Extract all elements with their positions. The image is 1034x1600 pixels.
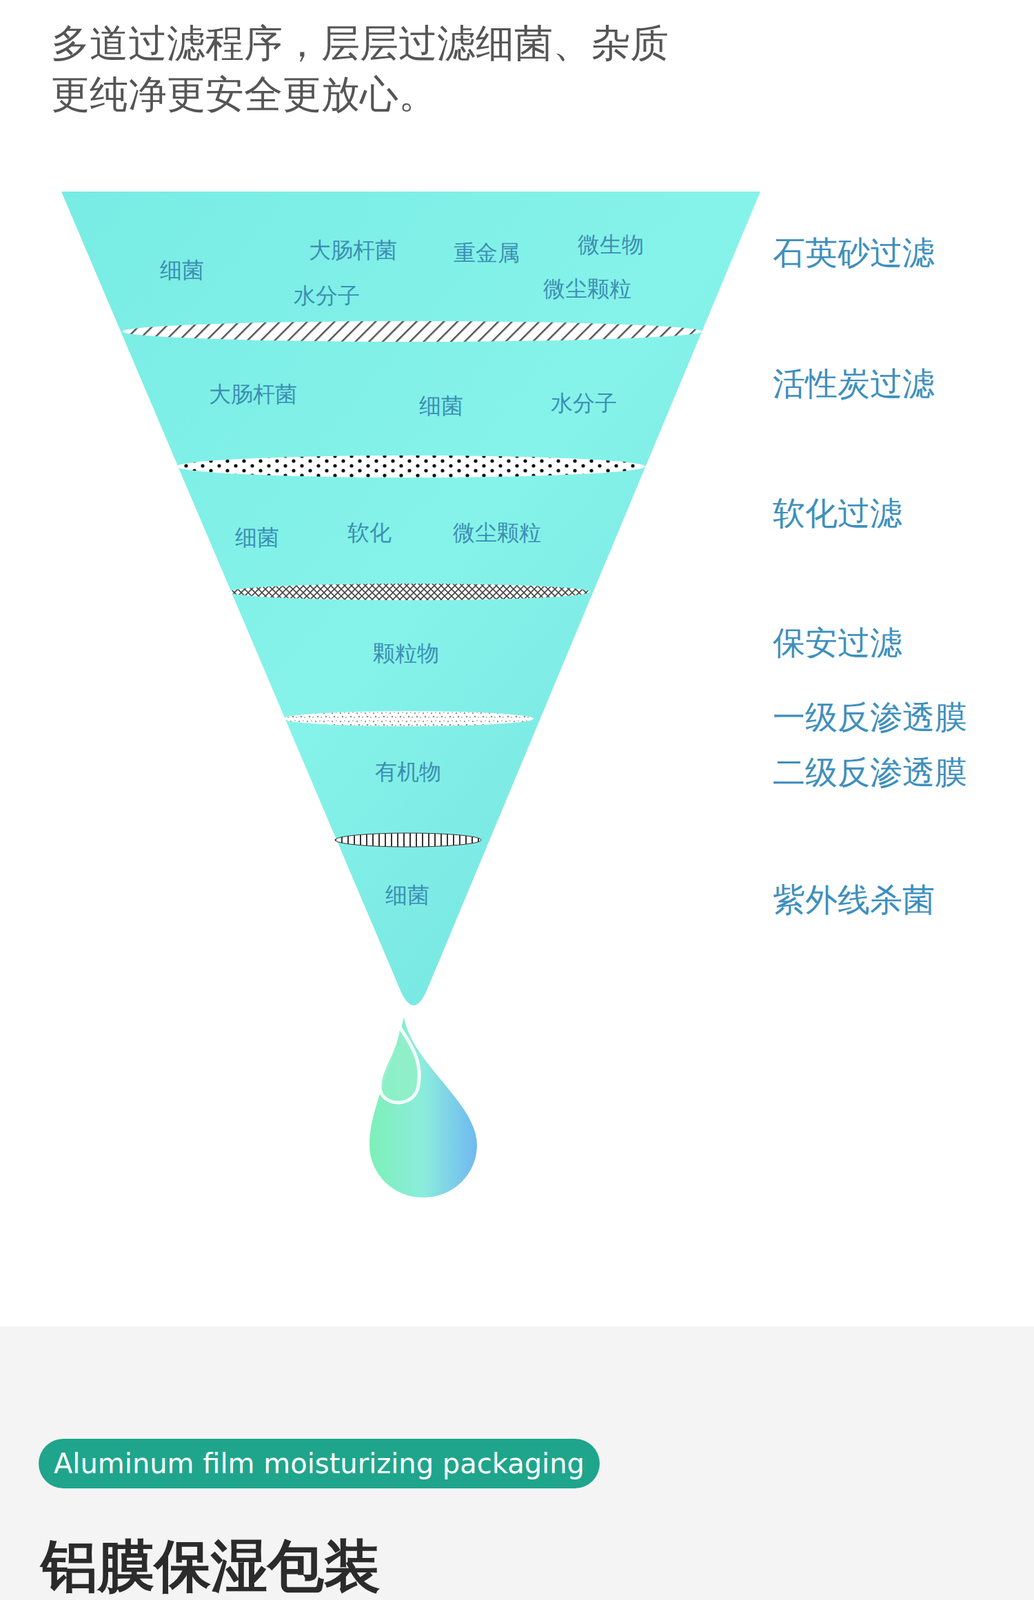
impurity-label: 颗粒物 xyxy=(372,640,440,667)
footer-background xyxy=(0,1326,1034,1600)
impurity-label: 细菌 xyxy=(159,257,205,284)
impurity-label: 软化 xyxy=(347,519,392,546)
water-drop xyxy=(369,1017,478,1199)
carbon-filter-layer xyxy=(176,455,646,478)
tag-pill: Aluminum film moisturizing packaging xyxy=(38,1439,600,1489)
impurity-label: 水分子 xyxy=(550,390,617,417)
impurity-label: 细菌 xyxy=(419,392,464,420)
funnel-shape xyxy=(61,191,761,1006)
stage-label: 活性炭过滤 xyxy=(772,364,935,404)
stage-label: 软化过滤 xyxy=(772,494,903,533)
security-filter-layer xyxy=(282,711,534,727)
impurity-label: 细菌 xyxy=(235,524,280,551)
impurity-label: 微尘颗粒 xyxy=(543,275,632,302)
stage-label: 石英砂过滤 xyxy=(772,233,935,273)
impurity-label: 水分子 xyxy=(293,282,360,309)
softening-filter-layer xyxy=(228,583,591,601)
stage-label: 一级反渗透膜 xyxy=(772,698,968,737)
section-heading: 铝膜保湿包装 xyxy=(41,1538,381,1596)
impurity-label: 微生物 xyxy=(577,231,644,258)
drop-highlight xyxy=(379,1025,420,1103)
stage-label: 二级反渗透膜 xyxy=(772,753,968,793)
impurity-label: 重金属 xyxy=(453,239,520,267)
impurity-label: 微尘颗粒 xyxy=(452,519,542,546)
heading-text: 多道过滤程序，层层过滤细菌、杂质 更纯净更安全更放心。 xyxy=(51,17,682,120)
stage-label: 保安过滤 xyxy=(772,623,903,663)
pill-text: Aluminum film moisturizing packaging xyxy=(53,1447,585,1481)
impurity-label: 大肠杆菌 xyxy=(208,381,298,408)
stage-label: 紫外线杀菌 xyxy=(772,880,935,920)
quartz-filter-layer xyxy=(122,321,702,342)
ro-membrane-layer xyxy=(335,833,482,848)
impurity-label: 大肠杆菌 xyxy=(308,237,398,264)
impurity-label: 有机物 xyxy=(374,758,442,786)
impurity-label: 细菌 xyxy=(385,882,430,909)
